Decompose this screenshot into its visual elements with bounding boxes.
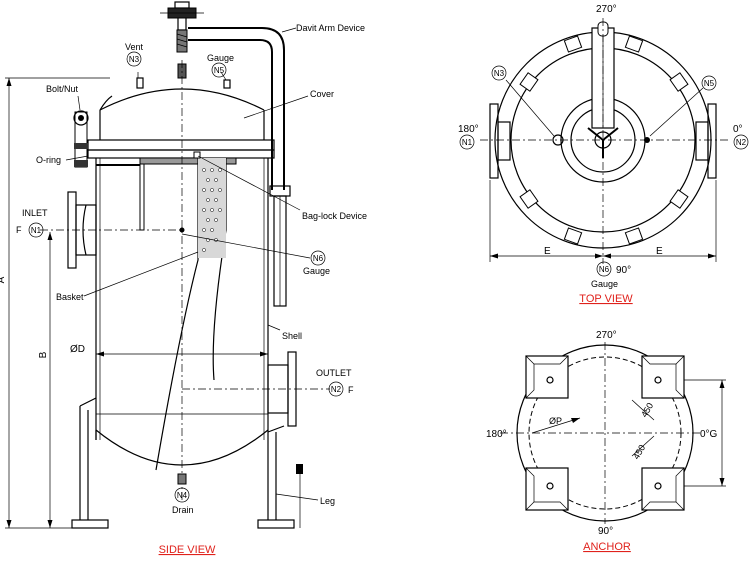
- anchor-270-label: 270°: [596, 330, 617, 341]
- top-90-label: 90°: [616, 265, 631, 276]
- svg-text:N2: N2: [331, 385, 342, 394]
- nozzle-n4-marker: N4: [174, 487, 190, 503]
- top-n2-marker: N2: [733, 134, 749, 150]
- svg-text:N4: N4: [177, 491, 188, 500]
- top-180-label: 180°: [458, 124, 479, 135]
- nozzle-n1-marker: N1: [28, 222, 44, 238]
- basket-label: Basket: [56, 292, 84, 302]
- bolt-nut-label: Bolt/Nut: [46, 84, 79, 94]
- gauge-top-label: Gauge: [207, 53, 234, 63]
- nozzle-n2-marker: N2: [328, 381, 344, 397]
- top-n1-marker: N1: [459, 134, 475, 150]
- gauge-mid-label: Gauge: [303, 266, 330, 276]
- anchor-dim-lower: 450: [631, 443, 647, 461]
- dim-d-label: ØD: [70, 344, 85, 355]
- nozzle-n5-marker: N5: [211, 62, 227, 78]
- davit-arm-label: Davit Arm Device: [296, 23, 365, 33]
- dim-e-left: E: [544, 246, 551, 257]
- anchor-90-label: 90°: [598, 526, 613, 537]
- shell-label: Shell: [282, 331, 302, 341]
- leg-label: Leg: [320, 496, 335, 506]
- o-ring-label: O-ring: [36, 155, 61, 165]
- inlet-f-label: F: [16, 225, 22, 235]
- nozzle-n3-marker: N3: [126, 51, 142, 67]
- outlet-label: OUTLET: [316, 368, 352, 378]
- top-gauge-label: Gauge: [591, 279, 618, 289]
- bag-lock-label: Bag-lock Device: [302, 211, 367, 221]
- svg-text:N6: N6: [599, 265, 610, 274]
- top-n6-marker: N6: [596, 261, 612, 277]
- anchor-0-label: 0°G: [700, 429, 718, 440]
- dim-e-right: E: [656, 246, 663, 257]
- side-view-title: SIDE VIEW: [159, 544, 216, 556]
- cover-label: Cover: [310, 89, 334, 99]
- anchor-view: ØP 450 450 270° 180° 0°G 90° ANCHOR: [486, 330, 726, 553]
- drain-label: Drain: [172, 505, 194, 515]
- svg-text:N6: N6: [313, 254, 324, 263]
- anchor-view-title: ANCHOR: [583, 541, 631, 553]
- top-view-title: TOP VIEW: [579, 293, 633, 305]
- dim-a-label: A: [0, 276, 7, 283]
- vent-label: Vent: [125, 42, 144, 52]
- inlet-label: INLET: [22, 208, 48, 218]
- top-n5-marker: N5: [701, 75, 717, 91]
- anchor-180-label: 180°: [486, 429, 507, 440]
- outlet-f-label: F: [348, 385, 354, 395]
- svg-text:N3: N3: [129, 55, 140, 64]
- anchor-dim-upper: 450: [639, 401, 655, 419]
- svg-text:N3: N3: [494, 69, 505, 78]
- svg-text:N2: N2: [736, 138, 747, 147]
- top-view: E E 270° 180° 0° 90° Gauge N3 N5 N1 N2 N…: [458, 4, 749, 305]
- svg-text:N1: N1: [31, 226, 42, 235]
- dim-b-label: B: [38, 351, 49, 358]
- top-n3-marker: N3: [491, 65, 507, 81]
- svg-text:N1: N1: [462, 138, 473, 147]
- svg-text:N5: N5: [214, 66, 225, 75]
- nozzle-n6-marker: N6: [310, 250, 326, 266]
- side-view: A B: [0, 1, 367, 556]
- anchor-phi-p: ØP: [549, 416, 562, 426]
- top-270-label: 270°: [596, 4, 617, 15]
- svg-text:N5: N5: [704, 79, 715, 88]
- top-0-label: 0°: [733, 124, 743, 135]
